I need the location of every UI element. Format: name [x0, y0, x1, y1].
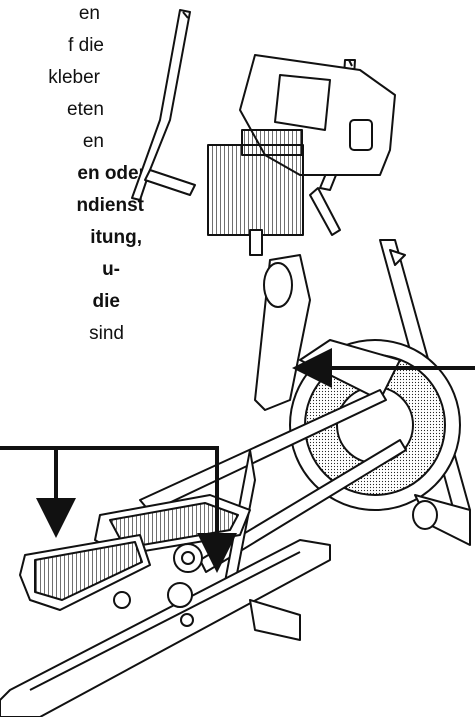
- console-screen: [274, 74, 331, 131]
- text-line-4: eten: [67, 99, 104, 120]
- console-fan: [207, 144, 304, 236]
- text-line-10: die: [92, 291, 120, 312]
- text-line-3: kleber: [48, 67, 100, 88]
- text-line-5: en: [82, 131, 104, 152]
- text-line-2: f die: [68, 35, 104, 56]
- text-line-9: u-: [102, 259, 120, 280]
- text-line-8: itung,: [90, 227, 142, 248]
- second-left-arrow: [56, 446, 237, 573]
- text-line-11: sind: [89, 323, 124, 344]
- base-rail: [0, 539, 331, 717]
- left-arrow: [0, 446, 76, 538]
- text-line-7: ndienst: [76, 195, 144, 216]
- left-handle: [131, 9, 191, 201]
- text-line-1: en: [78, 3, 100, 24]
- text-line-6: en oder: [77, 163, 146, 184]
